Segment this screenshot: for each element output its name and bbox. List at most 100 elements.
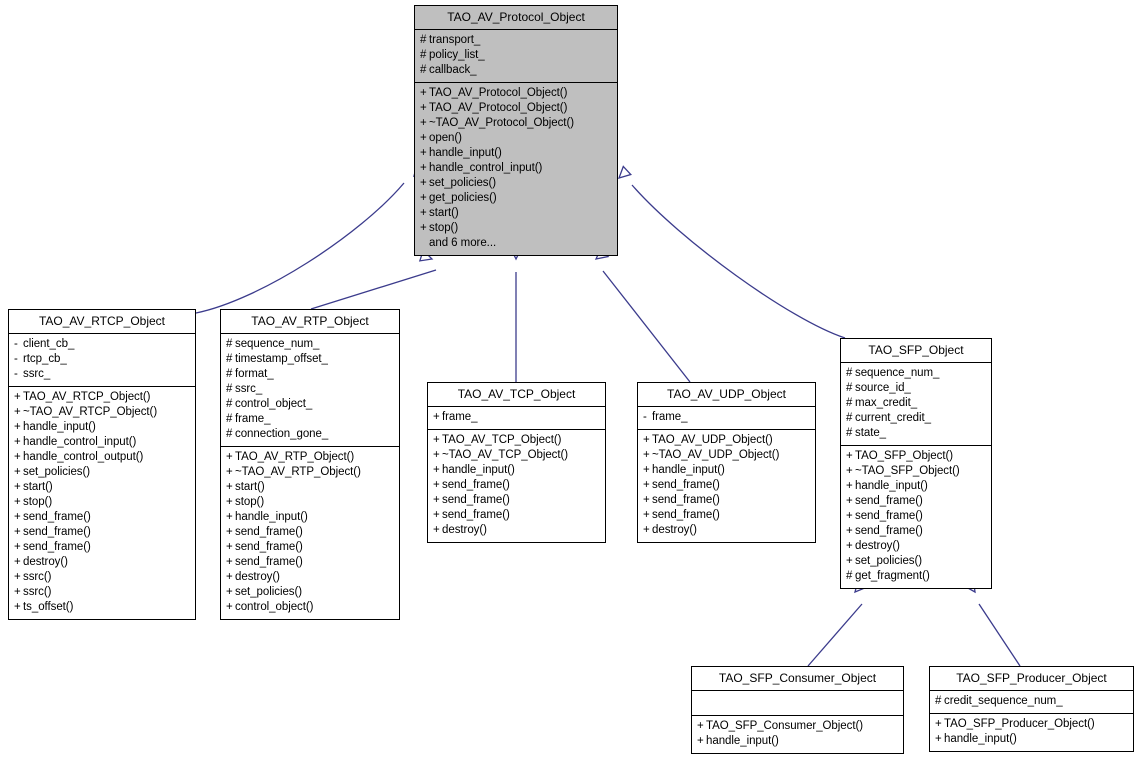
visibility-marker: + [643, 494, 650, 506]
operation-name: open() [429, 132, 462, 144]
visibility-marker: + [846, 510, 853, 522]
operation-row: +TAO_SFP_Object() [846, 449, 986, 464]
attribute-compartment-rtcp: -client_cb_-rtcp_cb_-ssrc_ [9, 333, 195, 386]
operation-name: set_policies() [23, 466, 91, 478]
operation-name: and 6 more... [429, 237, 497, 249]
operation-name: control_object() [235, 601, 314, 613]
operation-row: +handle_input() [935, 732, 1128, 747]
operation-row: +send_frame() [643, 493, 810, 508]
visibility-marker: # [226, 413, 233, 425]
uml-class-sfp_consumer[interactable]: TAO_SFP_Consumer_Object+TAO_SFP_Consumer… [691, 666, 904, 754]
uml-class-udp[interactable]: TAO_AV_UDP_Object-frame_+TAO_AV_UDP_Obje… [637, 382, 816, 543]
operation-row: +send_frame() [643, 508, 810, 523]
attribute-name: ssrc_ [235, 383, 263, 395]
operation-name: TAO_AV_UDP_Object() [652, 434, 773, 446]
attribute-compartment-sfp_producer: #credit_sequence_num_ [930, 690, 1133, 713]
operation-name: handle_input() [944, 733, 1017, 745]
attribute-compartment-rtp: #sequence_num_#timestamp_offset_#format_… [221, 333, 399, 446]
operation-name: send_frame() [652, 494, 720, 506]
operation-row: +handle_input() [643, 463, 810, 478]
visibility-marker: + [935, 733, 942, 745]
uml-class-sfp_producer[interactable]: TAO_SFP_Producer_Object #credit_sequence_… [929, 666, 1134, 752]
operation-row: +set_policies() [226, 585, 394, 600]
uml-class-rtp[interactable]: TAO_AV_RTP_Object#sequence_num_#timestam… [220, 309, 400, 620]
visibility-marker: + [643, 434, 650, 446]
edge-rtp-to-protocol [310, 249, 437, 310]
operation-name: destroy() [652, 524, 697, 536]
class-title-udp: TAO_AV_UDP_Object [638, 383, 815, 406]
attribute-compartment-sfp: #sequence_num_#source_id_#max_credit_#cu… [841, 362, 991, 445]
visibility-marker: # [935, 695, 942, 707]
operation-row: +TAO_AV_Protocol_Object() [420, 86, 612, 101]
operation-name: ssrc() [23, 571, 52, 583]
visibility-marker: + [226, 466, 233, 478]
uml-class-tcp[interactable]: TAO_AV_TCP_Object+frame_+TAO_AV_TCP_Obje… [427, 382, 606, 543]
visibility-marker: # [846, 570, 853, 582]
operation-row: +handle_input() [420, 146, 612, 161]
uml-class-protocol[interactable]: TAO_AV_Protocol_Object#transport_#policy… [414, 5, 618, 256]
operation-row: +~TAO_AV_RTP_Object() [226, 465, 394, 480]
class-title-sfp_producer: TAO_SFP_Producer_Object [930, 667, 1133, 690]
operation-name: ~TAO_AV_TCP_Object() [442, 449, 569, 461]
operation-name: handle_input() [706, 735, 779, 747]
attribute-name: callback_ [429, 64, 477, 76]
operation-row: +handle_control_input() [420, 161, 612, 176]
edge-udp-to-protocol [594, 246, 691, 383]
operation-row: +set_policies() [14, 465, 190, 480]
attribute-name: credit_sequence_num_ [944, 695, 1063, 707]
operation-compartment-sfp_consumer: +TAO_SFP_Consumer_Object()+handle_input(… [692, 715, 903, 753]
operation-row: +send_frame() [14, 510, 190, 525]
visibility-marker: + [14, 406, 21, 418]
operation-name: destroy() [442, 524, 487, 536]
operation-row: +start() [420, 206, 612, 221]
visibility-marker: + [697, 720, 704, 732]
visibility-marker: + [226, 571, 233, 583]
visibility-marker: - [14, 368, 18, 380]
operation-compartment-protocol: +TAO_AV_Protocol_Object()+TAO_AV_Protoco… [415, 82, 617, 255]
visibility-marker: + [420, 87, 427, 99]
visibility-marker: - [643, 411, 647, 423]
visibility-marker: + [643, 479, 650, 491]
operation-name: ~TAO_AV_Protocol_Object() [429, 117, 575, 129]
operation-row: +ts_offset() [14, 600, 190, 615]
operation-row: +send_frame() [433, 508, 600, 523]
operation-name: ~TAO_AV_RTP_Object() [235, 466, 361, 478]
attribute-row: -rtcp_cb_ [14, 352, 190, 367]
attribute-name: current_credit_ [855, 412, 931, 424]
edge-line [195, 182, 405, 314]
class-title-rtcp: TAO_AV_RTCP_Object [9, 310, 195, 333]
operation-row: +destroy() [846, 539, 986, 554]
operation-row: +send_frame() [226, 555, 394, 570]
visibility-marker: + [14, 601, 21, 613]
operation-name: set_policies() [855, 555, 923, 567]
operation-name: send_frame() [855, 510, 923, 522]
operation-name: TAO_SFP_Producer_Object() [944, 718, 1095, 730]
uml-class-rtcp[interactable]: TAO_AV_RTCP_Object-client_cb_-rtcp_cb_-s… [8, 309, 196, 620]
edge-rtcp-to-protocol [195, 162, 427, 314]
attribute-row: #credit_sequence_num_ [935, 694, 1128, 709]
operation-row: #get_fragment() [846, 569, 986, 584]
visibility-marker: # [226, 398, 233, 410]
operation-name: destroy() [23, 556, 68, 568]
visibility-marker: + [14, 451, 21, 463]
visibility-marker: + [846, 465, 853, 477]
uml-class-sfp[interactable]: TAO_SFP_Object#sequence_num_#source_id_#… [840, 338, 992, 589]
operation-name: destroy() [855, 540, 900, 552]
attribute-name: state_ [855, 427, 887, 439]
visibility-marker: + [226, 541, 233, 553]
operation-row: +send_frame() [433, 478, 600, 493]
visibility-marker: # [846, 367, 853, 379]
operation-name: send_frame() [442, 479, 510, 491]
visibility-marker: + [14, 556, 21, 568]
operation-row: +send_frame() [14, 540, 190, 555]
attribute-name: rtcp_cb_ [23, 353, 67, 365]
attribute-compartment-sfp_consumer [692, 690, 903, 715]
visibility-marker: + [420, 222, 427, 234]
visibility-marker: + [14, 586, 21, 598]
attribute-row: #sequence_num_ [846, 366, 986, 381]
operation-name: TAO_AV_Protocol_Object() [429, 87, 568, 99]
visibility-marker: - [14, 353, 18, 365]
edge-line [602, 270, 691, 383]
visibility-marker: + [420, 132, 427, 144]
